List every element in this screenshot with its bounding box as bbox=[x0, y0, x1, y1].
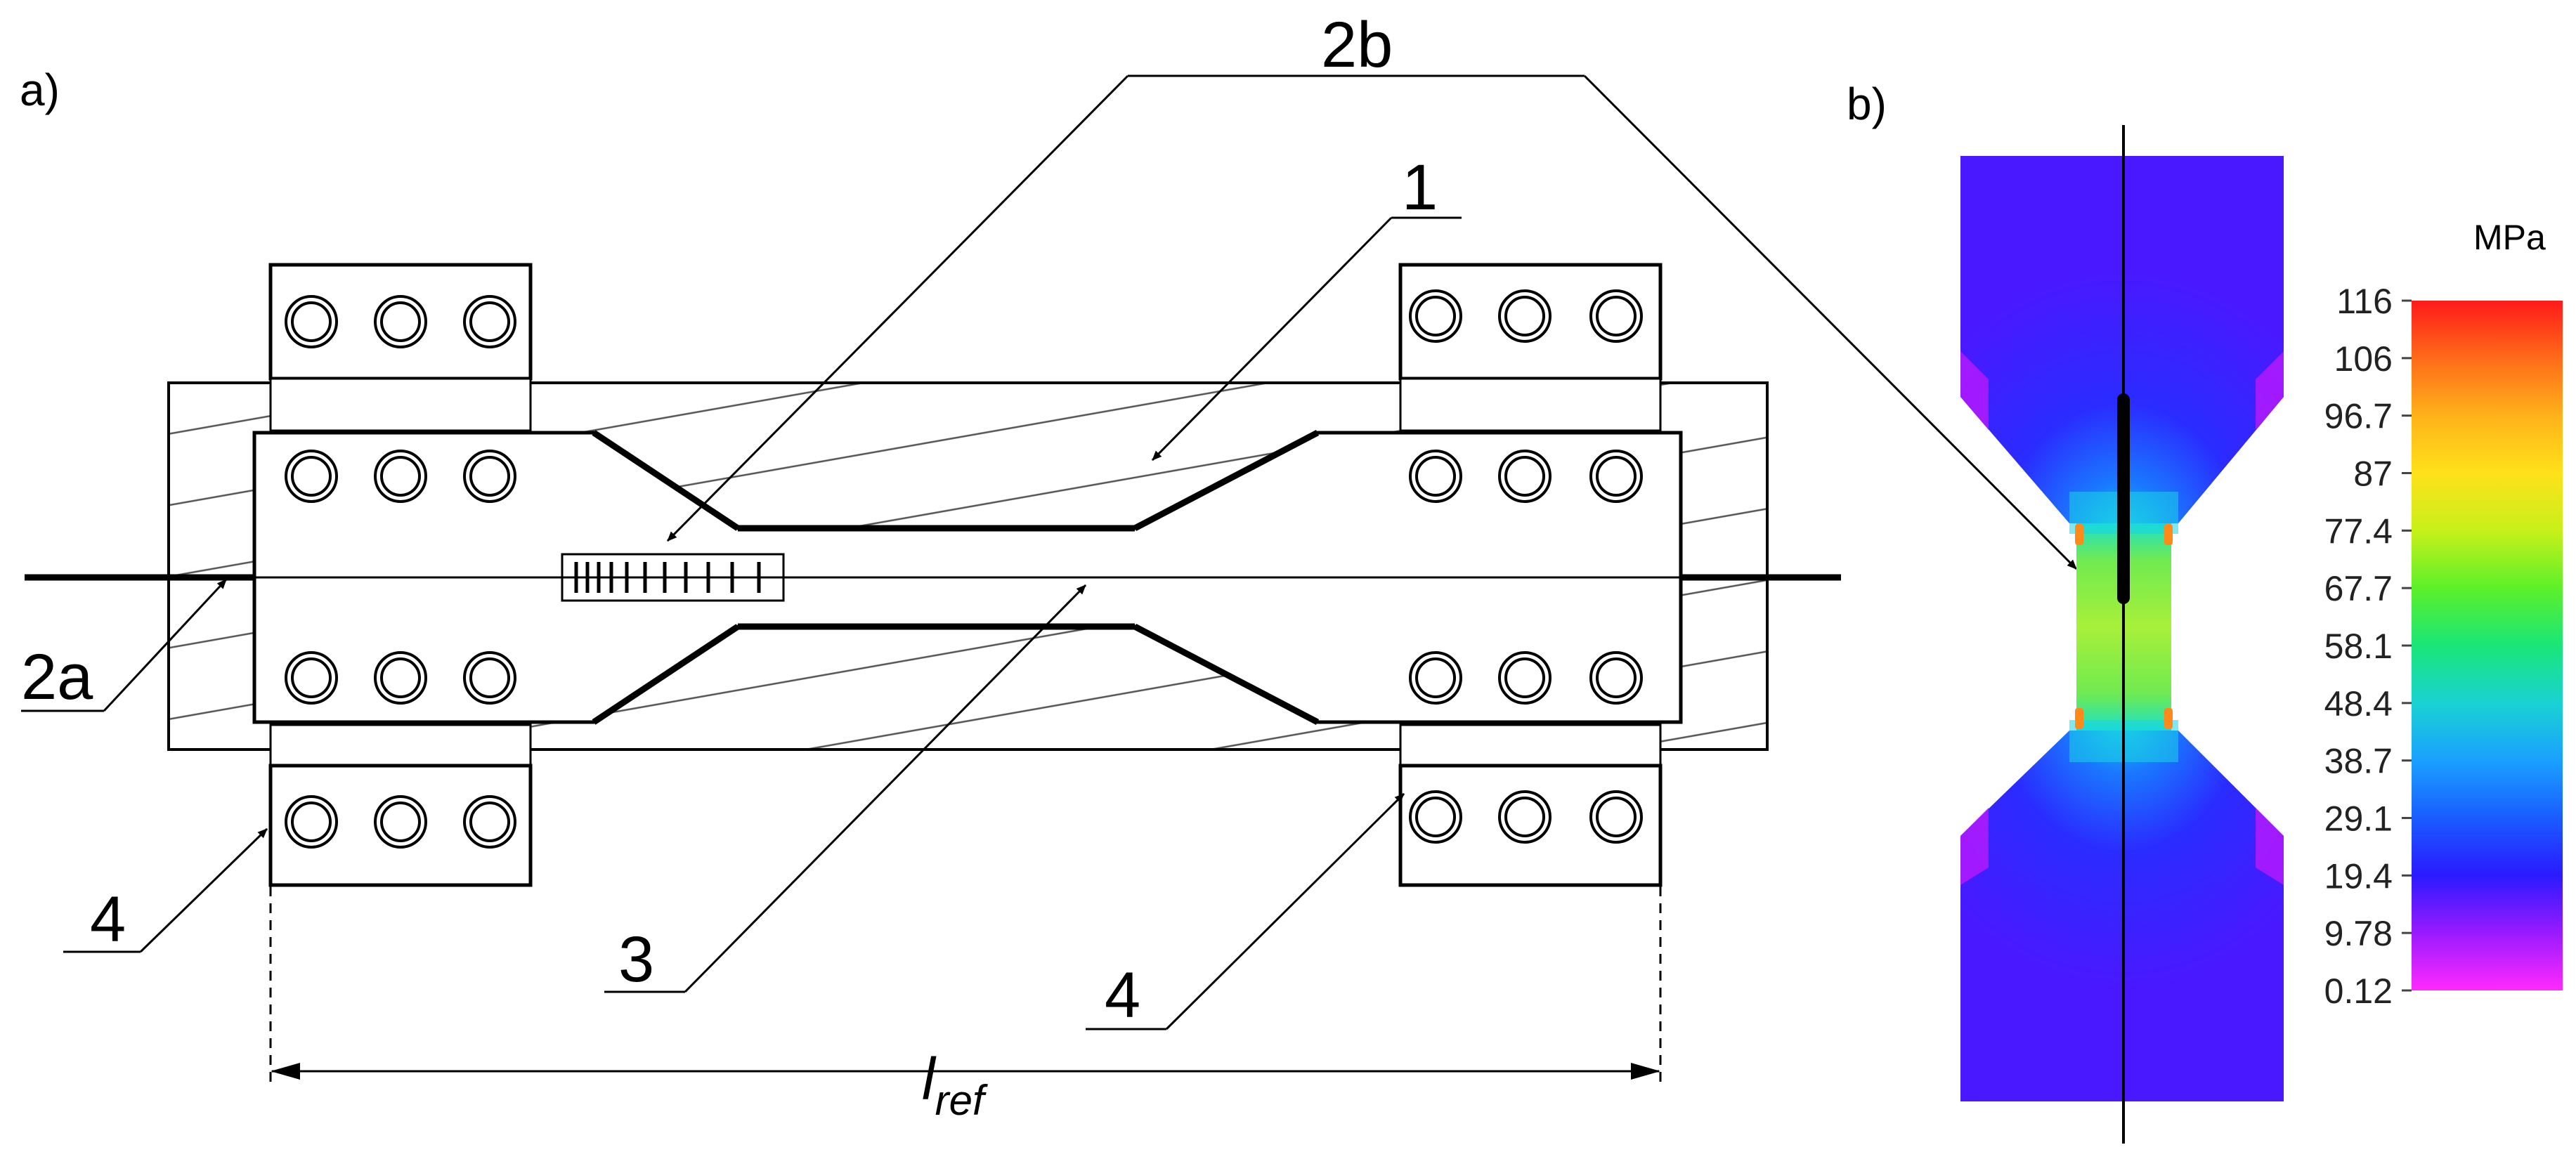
colorbar-tick-label: 58.1 bbox=[2324, 627, 2393, 666]
colorbar-tick-label: 96.7 bbox=[2324, 397, 2393, 436]
stress-concentrations bbox=[2075, 524, 2173, 729]
panel-b: b) bbox=[1847, 79, 2563, 1144]
colorbar-tick-label: 116 bbox=[2336, 282, 2393, 321]
callout-2b-label: 2b bbox=[1321, 9, 1393, 81]
panel-a-label: a) bbox=[20, 65, 60, 115]
colorbar-ticks: 116 106 96.7 87 77.4 67.7 58.1 48.4 38.7 29.1 19.4… bbox=[2324, 282, 2412, 1011]
bolts bbox=[285, 289, 1643, 849]
bolts-top-left bbox=[285, 295, 516, 348]
callout-1-label: 1 bbox=[1402, 152, 1438, 223]
bolts-inner-bottom-left bbox=[285, 651, 516, 705]
dimension-lref: lref bbox=[269, 886, 1662, 1124]
colorbar-tick-label: 29.1 bbox=[2324, 799, 2393, 839]
bolts-inner-bottom-right bbox=[1409, 651, 1643, 705]
colorbar: MPa 116 106 96.7 87 77.4 67.7 58.1 48.4 38.7 29.1… bbox=[2324, 218, 2563, 1011]
bolts-inner-top-left bbox=[285, 450, 516, 503]
dimension-label: lref bbox=[922, 1046, 988, 1124]
colorbar-tick-label: 38.7 bbox=[2324, 742, 2393, 781]
callout-4-right: 4 bbox=[1086, 792, 1405, 1031]
callout-2a: 2a bbox=[21, 578, 228, 713]
callout-3-label: 3 bbox=[618, 924, 654, 995]
clamp-top-right bbox=[1398, 263, 1663, 432]
colorbar-tick-label: 87 bbox=[2353, 454, 2393, 494]
bolts-bottom-right bbox=[1409, 790, 1643, 844]
colorbar-gradient bbox=[2412, 301, 2563, 990]
contour-sensor bbox=[2117, 393, 2130, 604]
bolts-top-right bbox=[1409, 289, 1643, 343]
colorbar-tick-label: 48.4 bbox=[2324, 684, 2393, 724]
colorbar-unit: MPa bbox=[2473, 218, 2546, 257]
callout-4-right-label: 4 bbox=[1105, 960, 1140, 1031]
panel-b-label: b) bbox=[1847, 79, 1887, 129]
colorbar-tick-label: 77.4 bbox=[2324, 511, 2393, 551]
callout-4-left-label: 4 bbox=[90, 884, 126, 955]
callout-2b: 2b bbox=[666, 9, 2078, 570]
stress-contour-plot bbox=[1960, 125, 2284, 1144]
colorbar-tick-label: 67.7 bbox=[2324, 569, 2393, 608]
bolts-bottom-left bbox=[285, 795, 516, 849]
colorbar-tick-label: 9.78 bbox=[2324, 914, 2393, 953]
callout-4-left: 4 bbox=[63, 827, 268, 955]
callout-3: 3 bbox=[604, 584, 1087, 995]
fbg-sensor bbox=[561, 553, 785, 602]
bolts-inner-top-right bbox=[1409, 450, 1643, 503]
panel-a: a) bbox=[20, 9, 2078, 1124]
colorbar-tick-label: 106 bbox=[2334, 339, 2393, 379]
callout-1: 1 bbox=[1151, 152, 1462, 462]
callout-2a-label: 2a bbox=[21, 641, 93, 713]
colorbar-tick-label: 0.12 bbox=[2324, 971, 2393, 1011]
colorbar-tick-label: 19.4 bbox=[2324, 856, 2393, 896]
